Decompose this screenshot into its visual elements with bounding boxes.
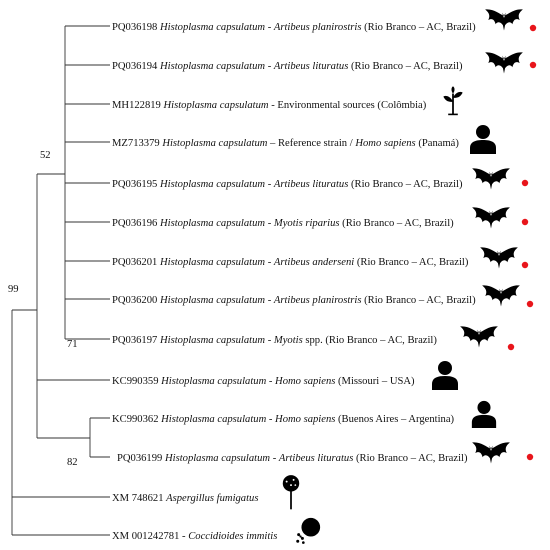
taxon-label: PQ036195 Histoplasma capsulatum - Artibe… <box>112 179 463 190</box>
bat-icon <box>480 247 518 269</box>
bootstrap-value: 99 <box>8 284 19 295</box>
bat-icon <box>485 52 523 74</box>
coccidioides-icon <box>296 517 321 544</box>
taxon-label: PQ036194 Histoplasma capsulatum - Artibe… <box>112 61 463 72</box>
aspergillus-icon <box>282 475 300 510</box>
bat-icon <box>472 207 510 229</box>
bootstrap-value: 52 <box>40 150 51 161</box>
red-dot-marker <box>521 218 529 226</box>
bootstrap-value: 82 <box>67 457 78 468</box>
taxon-label: PQ036198 Histoplasma capsulatum - Artibe… <box>112 22 476 33</box>
taxon-label: PQ036201 Histoplasma capsulatum - Artibe… <box>112 257 469 268</box>
bat-icon <box>460 326 498 348</box>
red-dot-marker <box>521 261 529 269</box>
taxon-label: MH122819 Histoplasma capsulatum - Enviro… <box>112 100 427 111</box>
red-dot-marker <box>521 179 529 187</box>
taxon-label: PQ036200 Histoplasma capsulatum - Artibe… <box>112 295 476 306</box>
taxon-label: PQ036197 Histoplasma capsulatum - Myotis… <box>112 335 437 346</box>
taxon-label: KC990359 Histoplasma capsulatum - Homo s… <box>112 376 415 387</box>
red-dot-marker <box>529 61 537 69</box>
bootstrap-value: 71 <box>67 339 78 350</box>
bat-icon <box>482 285 520 307</box>
taxon-label: MZ713379 Histoplasma capsulatum – Refere… <box>112 138 459 149</box>
bat-icon <box>472 442 510 464</box>
red-dot-marker <box>526 300 534 308</box>
taxon-label: PQ036199 Histoplasma capsulatum - Artibe… <box>117 453 468 464</box>
taxon-label: PQ036196 Histoplasma capsulatum - Myotis… <box>112 218 454 229</box>
bat-icon <box>472 168 510 190</box>
person-icon <box>470 125 496 154</box>
red-dot-marker <box>529 24 537 32</box>
red-dot-marker <box>507 343 515 351</box>
bat-icon <box>485 9 523 31</box>
red-dot-marker <box>526 453 534 461</box>
person-icon <box>432 361 458 390</box>
taxon-label: XM 748621 Aspergillus fumigatus <box>112 493 258 504</box>
taxon-label: KC990362 Histoplasma capsulatum - Homo s… <box>112 414 455 425</box>
taxon-label: XM 001242781 - Coccidioides immitis <box>112 531 277 542</box>
plant-icon <box>442 85 464 116</box>
person-icon <box>471 400 497 428</box>
